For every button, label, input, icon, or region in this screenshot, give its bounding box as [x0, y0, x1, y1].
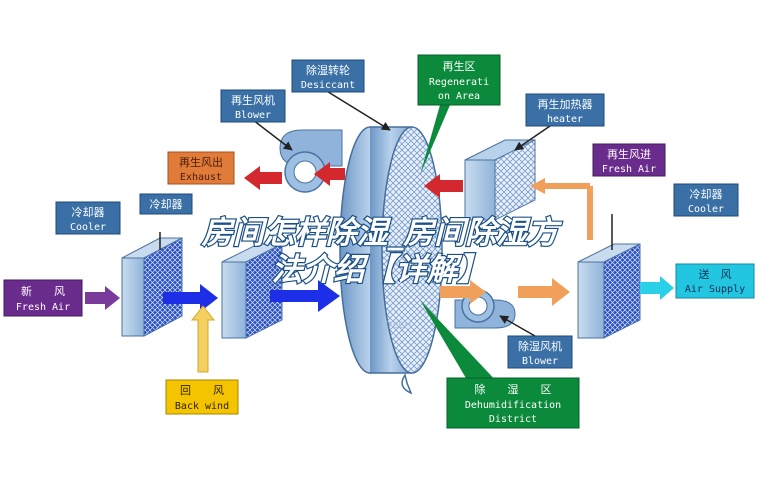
svg-text:Cooler: Cooler	[70, 222, 106, 233]
label-desiccant: 除湿转轮 Desiccant	[291, 59, 365, 93]
flow-arrow-1	[163, 284, 218, 312]
dehum-flow-arrow	[440, 280, 486, 304]
svg-text:冷却器: 冷却器	[150, 198, 183, 211]
svg-text:District: District	[489, 414, 537, 425]
svg-text:Air Supply: Air Supply	[685, 284, 745, 295]
svg-text:on Area: on Area	[438, 91, 480, 102]
svg-text:再生风机: 再生风机	[231, 93, 275, 107]
label-dehum-blower: 除湿风机 Blower	[507, 335, 573, 369]
label-cooler-right: 冷却器 Cooler	[673, 183, 739, 217]
cooler-right-unit	[577, 243, 641, 339]
title-line-2: 法介绍【详解】	[272, 252, 489, 288]
airflow-arrows	[85, 162, 674, 373]
flow-arrow-2	[270, 280, 340, 312]
svg-text:Blower: Blower	[522, 356, 558, 367]
pointer-lines	[159, 89, 613, 337]
watermark-text: XTECH	[381, 321, 411, 331]
label-regen-heater: 再生加热器 heater	[525, 93, 605, 127]
label-fresh-air: 新 风 Fresh Air	[3, 279, 83, 317]
label-exhaust: 再生风出 Exhaust	[167, 151, 235, 185]
svg-text:新 风: 新 风	[21, 284, 65, 298]
cooler-mid-unit	[221, 243, 283, 339]
title-line-1: 房间怎样除湿_房间除湿方	[201, 215, 562, 251]
dehum-district-pointer	[420, 300, 500, 385]
svg-text:Fresh Air: Fresh Air	[602, 164, 656, 175]
regen-out-arrow	[314, 162, 345, 186]
svg-text:除湿风机: 除湿风机	[518, 339, 562, 353]
svg-text:Regenerati: Regenerati	[429, 77, 489, 88]
supply-arrow	[640, 276, 674, 300]
label-back-wind: 回 风 Back wind	[165, 379, 239, 415]
label-cooler-left: 冷却器 Cooler	[55, 201, 121, 235]
svg-text:回 风: 回 风	[180, 384, 224, 397]
label-regen-blower: 再生风机 Blower	[220, 89, 286, 123]
svg-text:Desiccant: Desiccant	[301, 80, 355, 91]
svg-text:再生风出: 再生风出	[179, 155, 223, 169]
label-supply: 送 风 Air Supply	[675, 263, 755, 299]
svg-text:冷却器: 冷却器	[72, 206, 105, 219]
fresh-air-arrow	[85, 286, 120, 310]
svg-text:送 风: 送 风	[699, 267, 732, 281]
svg-text:除湿转轮: 除湿转轮	[306, 63, 350, 77]
svg-text:再生风进: 再生风进	[607, 147, 651, 161]
svg-text:Cooler: Cooler	[688, 204, 724, 215]
svg-text:Blower: Blower	[235, 110, 271, 121]
desiccant-wheel	[339, 126, 443, 395]
svg-text:再生加热器: 再生加热器	[538, 97, 593, 111]
label-regen-area: 再生区 Regenerati on Area	[417, 54, 501, 106]
exhaust-arrow	[244, 166, 282, 190]
label-cooler-mid: 冷却器	[139, 193, 193, 215]
svg-text:Fresh Air: Fresh Air	[16, 302, 70, 313]
cooler-left-unit	[121, 237, 183, 337]
svg-text:Exhaust: Exhaust	[180, 172, 222, 183]
regen-heater-unit	[464, 139, 536, 221]
label-regen-fresh-air: 再生风进 Fresh Air	[592, 143, 666, 177]
label-dehum-district: 除 湿 区 Dehumidification District	[446, 377, 580, 429]
regen-blower-unit	[279, 129, 343, 193]
svg-text:Back wind: Back wind	[175, 401, 229, 412]
dehum-flow-arrow-2	[518, 278, 570, 306]
svg-text:除 湿 区: 除 湿 区	[475, 382, 552, 396]
back-wind-arrow	[190, 305, 216, 373]
svg-text:heater: heater	[547, 114, 583, 125]
svg-text:Dehumidification: Dehumidification	[465, 400, 561, 411]
svg-text:冷却器: 冷却器	[690, 188, 723, 201]
regen-area-pointer	[420, 105, 450, 175]
regen-air-arrow	[424, 174, 463, 198]
svg-text:再生区: 再生区	[443, 59, 476, 73]
